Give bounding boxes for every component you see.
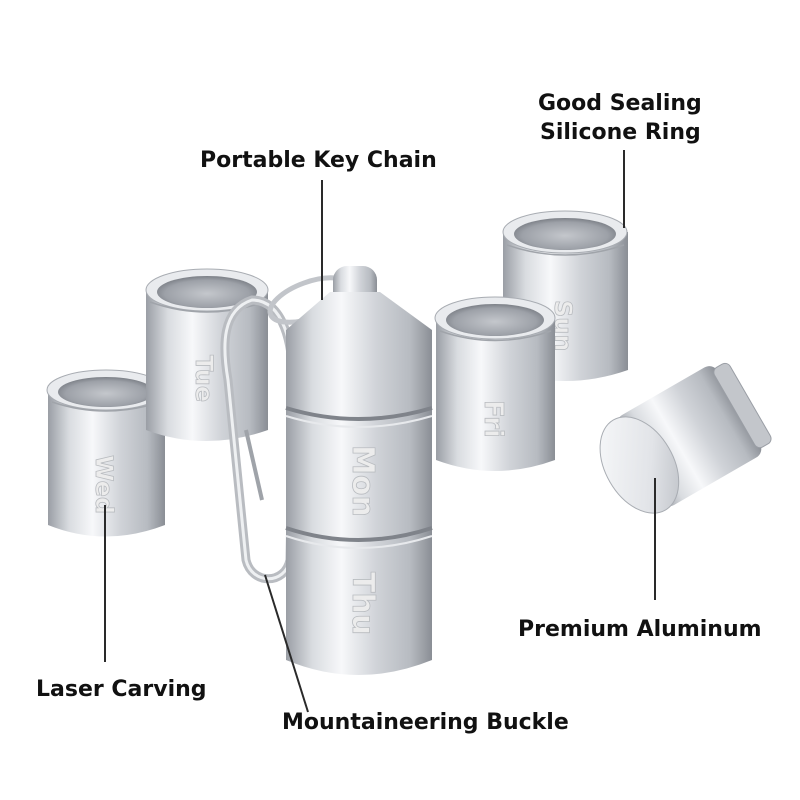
fri-cup: Fri (434, 296, 556, 471)
main-capsule: Mon Thu (285, 266, 433, 675)
callout-laser: Laser Carving (36, 677, 207, 702)
engraving-tue: Tue (190, 355, 218, 402)
engraving-fri: Fri (478, 400, 508, 438)
wed-cup: Wed (46, 369, 166, 537)
callout-buckle: Mountaineering Buckle (282, 710, 569, 735)
tue-cup: Tue (145, 268, 269, 441)
callout-sealing-line1: Good Sealing (538, 91, 702, 116)
aluminum-lid (599, 362, 772, 514)
callout-sealing-line2: Silicone Ring (540, 120, 701, 145)
carabiner (220, 295, 298, 584)
engraving-thu: Thu (345, 572, 380, 635)
callout-aluminum: Premium Aluminum (518, 617, 762, 642)
leader-buckle (264, 574, 309, 713)
engraving-wed: Wed (90, 455, 118, 514)
engraving-mon: Mon (345, 445, 380, 517)
callout-keychain: Portable Key Chain (200, 148, 437, 173)
